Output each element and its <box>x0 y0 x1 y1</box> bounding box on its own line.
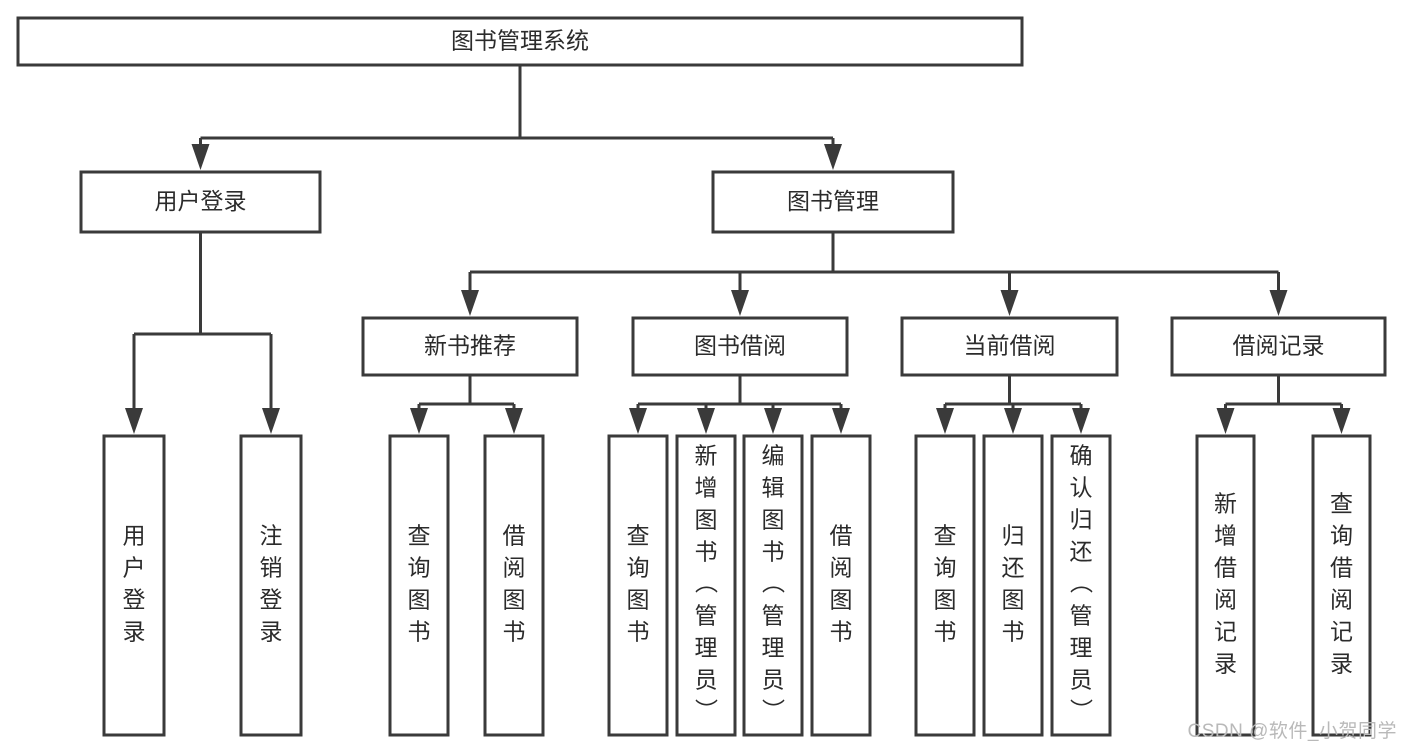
node-label-leaf-query-book-3: 查询图书 <box>934 523 957 645</box>
node-label-leaf-add-borrow-record: 新增借阅记录 <box>1214 491 1237 677</box>
node-label-leaf-add-book-admin: 新增图书（管理员） <box>695 443 719 725</box>
csdn-watermark: CSDN @软件_小贺同学 <box>1187 721 1397 742</box>
node-label-leaf-borrow-book-2: 借阅图书 <box>830 523 853 645</box>
node-label-leaf-query-book-2: 查询图书 <box>627 523 650 645</box>
node-label-book-manage: 图书管理 <box>787 188 879 214</box>
node-box-leaf-query-book-3[interactable] <box>914 434 976 737</box>
node-leaf-logout-login[interactable]: 注销登录 <box>239 434 303 737</box>
node-box-leaf-query-book-1[interactable] <box>388 434 450 737</box>
node-new-book-recommend[interactable]: 新书推荐 <box>361 316 579 377</box>
node-box-book-borrow[interactable] <box>631 316 849 377</box>
node-box-leaf-query-book-2[interactable] <box>607 434 669 737</box>
connector-edge-borrow-leaves <box>629 375 850 434</box>
node-label-leaf-return-book: 归还图书 <box>1002 523 1025 645</box>
node-leaf-user-login[interactable]: 用户登录 <box>102 434 166 737</box>
node-leaf-confirm-return-admin[interactable]: 确认归还（管理员） <box>1050 434 1112 737</box>
connector-edge-book-manage-level3 <box>461 232 1288 316</box>
connector-edge-root-level2 <box>191 65 842 170</box>
node-box-user-login[interactable] <box>79 170 322 234</box>
node-leaf-borrow-book-1[interactable]: 借阅图书 <box>483 434 545 737</box>
node-box-leaf-confirm-return-admin[interactable] <box>1050 434 1112 737</box>
connector-edge-user-login-leaves <box>125 232 280 434</box>
node-user-login[interactable]: 用户登录 <box>79 170 322 234</box>
node-layer: 图书管理系统用户登录图书管理新书推荐图书借阅当前借阅借阅记录用户登录注销登录查询… <box>16 16 1387 737</box>
node-label-root: 图书管理系统 <box>451 28 589 54</box>
node-label-leaf-edit-book-admin: 编辑图书（管理员） <box>762 443 786 725</box>
node-leaf-add-borrow-record[interactable]: 新增借阅记录 <box>1195 434 1256 737</box>
node-leaf-borrow-book-2[interactable]: 借阅图书 <box>810 434 872 737</box>
node-leaf-query-borrow-record[interactable]: 查询借阅记录 <box>1311 434 1372 737</box>
node-leaf-return-book[interactable]: 归还图书 <box>982 434 1044 737</box>
node-leaf-edit-book-admin[interactable]: 编辑图书（管理员） <box>742 434 804 737</box>
node-label-new-book-recommend: 新书推荐 <box>424 333 516 359</box>
node-box-leaf-add-book-admin[interactable] <box>675 434 737 737</box>
node-label-leaf-confirm-return-admin: 确认归还（管理员） <box>1070 443 1094 725</box>
node-box-root[interactable] <box>16 16 1024 67</box>
node-leaf-query-book-2[interactable]: 查询图书 <box>607 434 669 737</box>
node-box-leaf-add-borrow-record[interactable] <box>1195 434 1256 737</box>
node-box-leaf-user-login[interactable] <box>102 434 166 737</box>
node-box-new-book-recommend[interactable] <box>361 316 579 377</box>
node-label-borrow-record: 借阅记录 <box>1233 333 1325 359</box>
node-label-user-login: 用户登录 <box>155 188 247 214</box>
node-label-current-borrow: 当前借阅 <box>964 333 1056 359</box>
node-leaf-query-book-3[interactable]: 查询图书 <box>914 434 976 737</box>
node-leaf-add-book-admin[interactable]: 新增图书（管理员） <box>675 434 737 737</box>
node-label-leaf-user-login: 用户登录 <box>123 523 146 645</box>
node-box-leaf-logout-login[interactable] <box>239 434 303 737</box>
connector-layer <box>125 65 1351 434</box>
connector-edge-current-leaves <box>936 375 1090 434</box>
node-label-leaf-logout-login: 注销登录 <box>260 523 283 645</box>
node-borrow-record[interactable]: 借阅记录 <box>1170 316 1387 377</box>
node-box-leaf-borrow-book-1[interactable] <box>483 434 545 737</box>
node-box-leaf-borrow-book-2[interactable] <box>810 434 872 737</box>
node-label-leaf-query-book-1: 查询图书 <box>408 523 431 645</box>
connector-edge-recommend-leaves <box>410 375 523 434</box>
node-box-book-manage[interactable] <box>711 170 955 234</box>
node-label-leaf-query-borrow-record: 查询借阅记录 <box>1330 491 1353 677</box>
node-box-borrow-record[interactable] <box>1170 316 1387 377</box>
node-label-book-borrow: 图书借阅 <box>694 333 786 359</box>
connector-edge-record-leaves <box>1216 375 1351 434</box>
node-box-current-borrow[interactable] <box>900 316 1119 377</box>
node-box-leaf-return-book[interactable] <box>982 434 1044 737</box>
node-box-leaf-edit-book-admin[interactable] <box>742 434 804 737</box>
node-label-leaf-borrow-book-1: 借阅图书 <box>503 523 526 645</box>
node-book-borrow[interactable]: 图书借阅 <box>631 316 849 377</box>
node-current-borrow[interactable]: 当前借阅 <box>900 316 1119 377</box>
node-root[interactable]: 图书管理系统 <box>16 16 1024 67</box>
node-box-leaf-query-borrow-record[interactable] <box>1311 434 1372 737</box>
node-leaf-query-book-1[interactable]: 查询图书 <box>388 434 450 737</box>
node-book-manage[interactable]: 图书管理 <box>711 170 955 234</box>
